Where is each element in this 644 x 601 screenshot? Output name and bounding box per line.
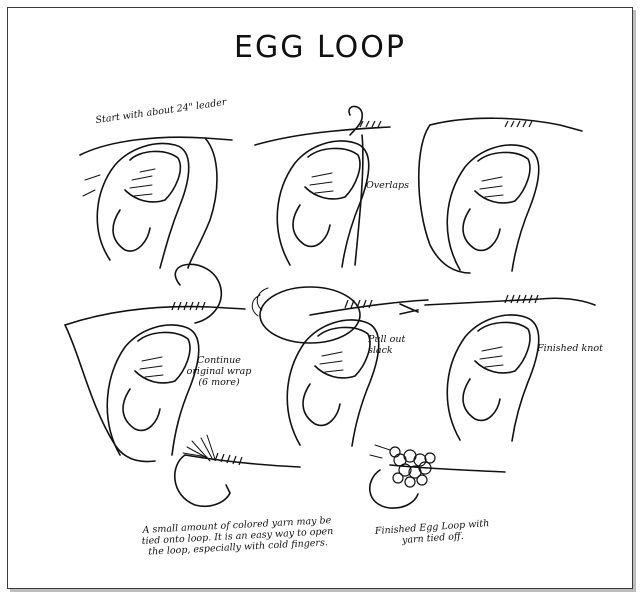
diagram-title: EGG LOOP <box>0 30 640 65</box>
step-1-illustration <box>70 110 240 270</box>
step-2-caption: Overlaps <box>366 180 409 191</box>
step-5-caption: Pull out slack <box>368 334 418 356</box>
step-6-illustration <box>420 275 600 445</box>
yarn-fly-illustration <box>165 435 305 520</box>
step-3-illustration <box>410 105 590 275</box>
step-6-caption: Finished knot <box>537 343 603 354</box>
step-5-illustration <box>250 270 430 450</box>
finished-egg-loop-illustration <box>360 430 510 510</box>
step-4-caption: Continue original wrap (6 more) <box>184 355 254 388</box>
